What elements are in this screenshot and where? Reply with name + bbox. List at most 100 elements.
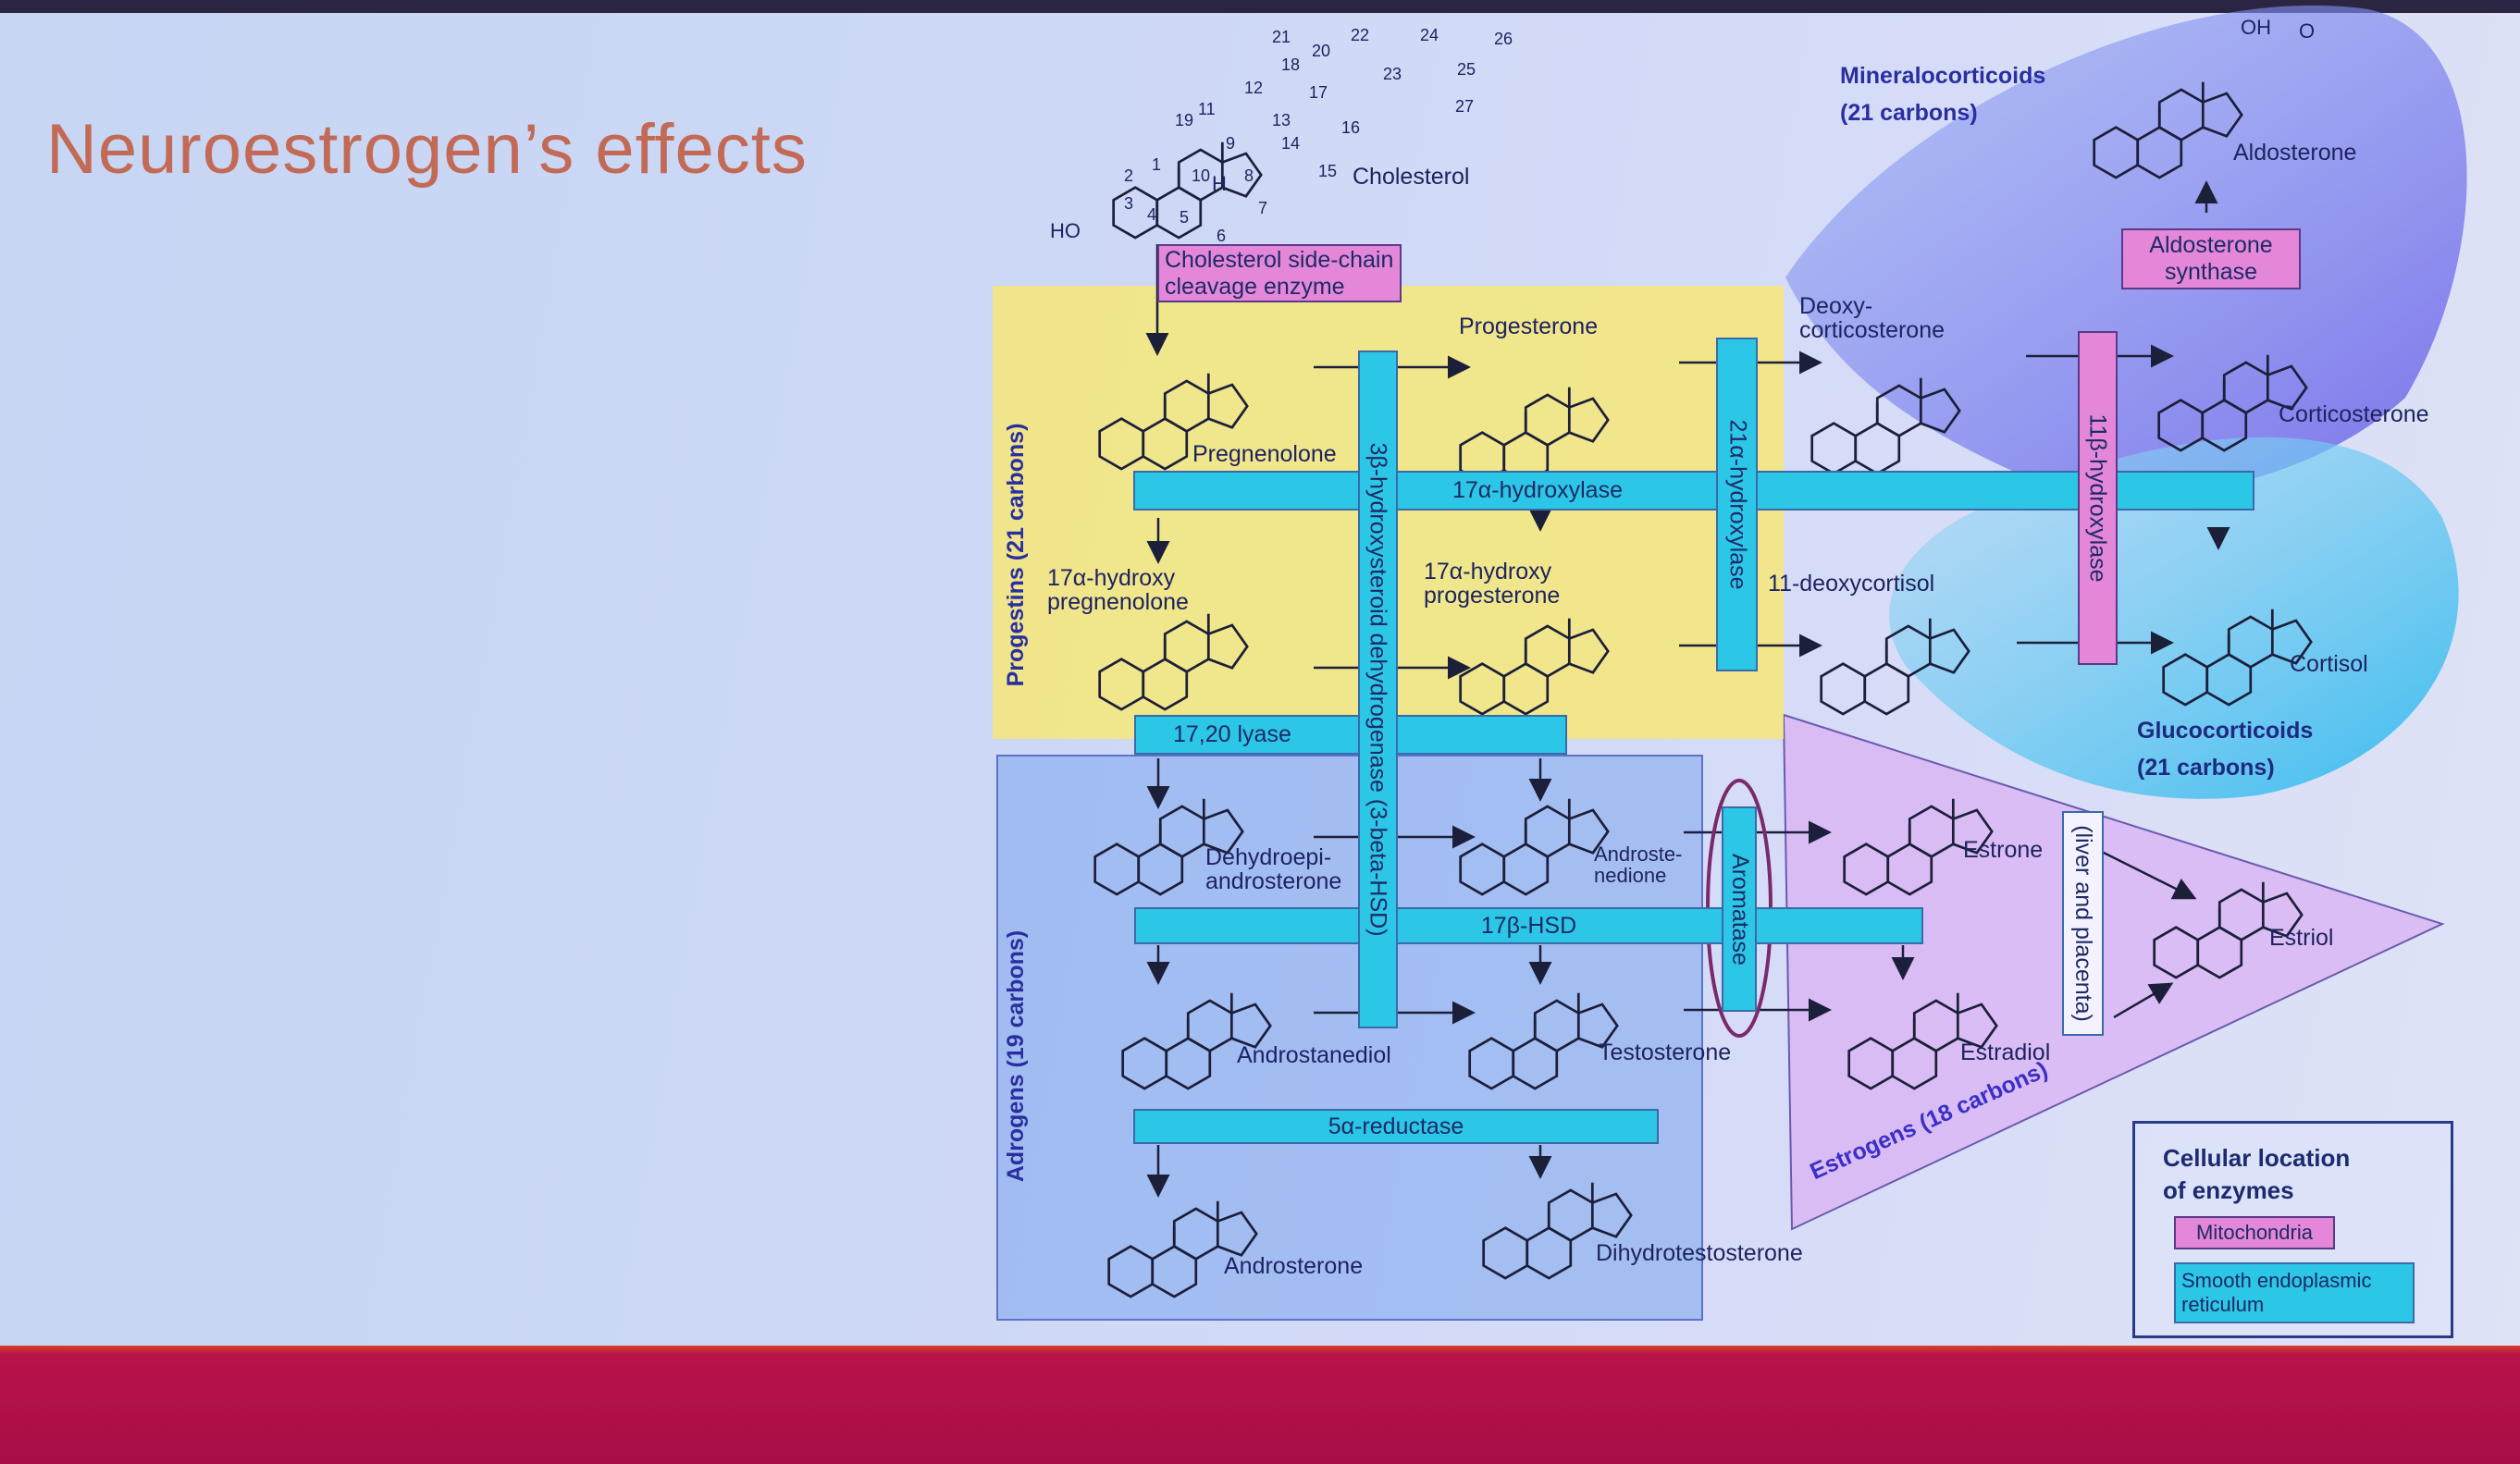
enzyme-5a-reductase: 5α-reductase: [1133, 1109, 1659, 1144]
deoxycorticosterone-label: Deoxy-corticosterone: [1799, 294, 1945, 343]
carbon-number: 24: [1420, 26, 1439, 44]
enzyme-label: 11β-hydroxylase: [2085, 413, 2111, 583]
atom-o: O: [2299, 19, 2316, 43]
enzyme-aromatase: Aromatase: [1722, 806, 1757, 1012]
dhea-label: Dehydroepi-androsterone: [1205, 845, 1341, 894]
carbon-number: 23: [1383, 65, 1402, 83]
label-line: Dehydroepi-: [1205, 844, 1332, 870]
carbon-number: 13: [1272, 111, 1291, 129]
legend-label: reticulum: [2181, 1293, 2265, 1316]
carbon-number: 27: [1455, 97, 1475, 116]
estradiol-label: Estradiol: [1960, 1040, 2051, 1065]
carbon-number: 10: [1192, 166, 1211, 185]
legend-title-line: Cellular location: [2163, 1144, 2351, 1172]
testosterone-label: Testosterone: [1599, 1040, 1732, 1065]
carbon-number: 11: [1198, 100, 1216, 118]
label-line: 17α-hydroxy: [1424, 559, 1552, 584]
legend-box: Cellular location of enzymes Mitochondria…: [2132, 1121, 2453, 1338]
enzyme-17b-hsd: 17β-HSD: [1134, 907, 1923, 944]
slide-bottom-band: [0, 1346, 2520, 1464]
slide-title: Neuroestrogen’s effects: [46, 110, 808, 189]
enzyme-label: 5α-reductase: [1328, 1113, 1464, 1139]
carbon-number: 12: [1244, 79, 1264, 97]
label-line: nedione: [1594, 864, 1667, 888]
carbon-number: 7: [1258, 199, 1268, 217]
group-carbons: (21 carbons): [1840, 100, 1978, 126]
androgens-label: Adrogens (19 carbons): [1003, 929, 1029, 1183]
enzyme-label: Aldosterone: [2149, 232, 2273, 259]
androsterone-label: Androsterone: [1224, 1253, 1364, 1279]
estrone-label: Estrone: [1963, 837, 2044, 863]
label-line: Deoxy-: [1799, 293, 1873, 319]
pregnenolone-label: Pregnenolone: [1192, 441, 1337, 467]
carbon-number: 14: [1281, 134, 1301, 153]
enzyme-3b-hsd: 3β-hydroxysteroid dehydrogenase (3-beta-…: [1358, 351, 1398, 1028]
carbon-number: 3: [1124, 194, 1134, 213]
dht-label: Dihydrotestosterone: [1596, 1240, 1803, 1266]
enzyme-label: 17α-hydroxylase: [1452, 477, 1623, 503]
carbon-number: 16: [1341, 118, 1361, 137]
legend-label: Smooth endoplasmic: [2181, 1268, 2372, 1292]
mineralocorticoids-label: Mineralocorticoids (21 carbons): [1840, 57, 2045, 131]
deoxycortisol-label: 11-deoxycortisol: [1768, 571, 1935, 597]
carbon-number: 1: [1152, 155, 1162, 174]
carbon-number: 8: [1244, 166, 1254, 185]
cholesterol-label: Cholesterol: [1353, 164, 1470, 190]
enzyme-label: 21α-hydroxylase: [1724, 419, 1751, 590]
carbon-number: 9: [1226, 134, 1236, 153]
enzyme-label: synthase: [2164, 259, 2258, 285]
carbon-number: 4: [1147, 205, 1157, 224]
enzyme-label: 17,20 lyase: [1173, 721, 1291, 747]
carbon-number: 6: [1217, 227, 1227, 245]
progestins-label: Progestins (21 carbons): [1003, 423, 1029, 687]
arrow: [2113, 982, 2174, 1019]
glucocorticoids-region: [1889, 437, 2459, 799]
legend-title: Cellular location of enzymes: [2163, 1142, 2350, 1207]
enzyme-label: 3β-hydroxysteroid dehydrogenase (3-beta-…: [1365, 442, 1391, 937]
enzyme-17-20-lyase: 17,20 lyase: [1134, 715, 1567, 755]
aldosterone-label: Aldosterone: [2233, 140, 2357, 166]
enzyme-label: 17β-HSD: [1480, 912, 1577, 939]
carbon-number: 26: [1494, 30, 1513, 48]
cortisol-label: Cortisol: [2290, 651, 2368, 677]
carbon-number: 17: [1309, 83, 1328, 102]
label-line: androsterone: [1205, 868, 1342, 895]
enzyme-label: Cholesterol side-chain: [1165, 246, 1394, 273]
legend-mitochondria: Mitochondria: [2174, 1216, 2335, 1249]
enzyme-label: (liver and placenta): [2070, 825, 2096, 1022]
label-line: corticosterone: [1799, 317, 1946, 344]
enzyme-11b-hydroxylase: 11β-hydroxylase: [2078, 331, 2118, 665]
label-line: 17α-hydroxy: [1047, 565, 1176, 591]
liver-placenta-box: (liver and placenta): [2062, 811, 2104, 1036]
top-frame-strip: [0, 0, 2520, 13]
carbon-number: 15: [1318, 162, 1338, 180]
legend-title-line: of enzymes: [2163, 1176, 2294, 1205]
glucocorticoids-label: Glucocorticoids (21 carbons): [2137, 712, 2313, 786]
estriol-label: Estriol: [2269, 925, 2334, 951]
estrogens-region: [1782, 713, 2445, 1231]
androstenedione-label: Androste-nedione: [1594, 843, 1682, 886]
group-name: Mineralocorticoids: [1840, 63, 2046, 89]
corticosterone-label: Corticosterone: [2279, 401, 2429, 427]
atom-ho: HO: [1050, 219, 1081, 242]
enzyme-label: Aromatase: [1726, 853, 1753, 966]
atom-oh: OH: [2241, 16, 2271, 39]
carbon-number: 5: [1180, 208, 1190, 227]
carbon-number: 21: [1272, 28, 1291, 46]
label-line: pregnenolone: [1047, 589, 1189, 616]
enzyme-17a-hydroxylase: 17α-hydroxylase: [1133, 471, 2254, 511]
enzyme-21a-hydroxylase: 21α-hydroxylase: [1716, 338, 1758, 671]
group-carbons: (21 carbons): [2137, 755, 2275, 781]
progesterone-label: Progesterone: [1459, 314, 1599, 339]
androstanediol-label: Androstanediol: [1237, 1042, 1391, 1068]
carbon-number: 18: [1281, 55, 1301, 74]
enzyme-label: cleavage enzyme: [1165, 273, 1345, 300]
group-name: Glucocorticoids: [2137, 718, 2314, 744]
carbon-number: 2: [1124, 166, 1134, 185]
carbon-number: 20: [1312, 42, 1331, 60]
